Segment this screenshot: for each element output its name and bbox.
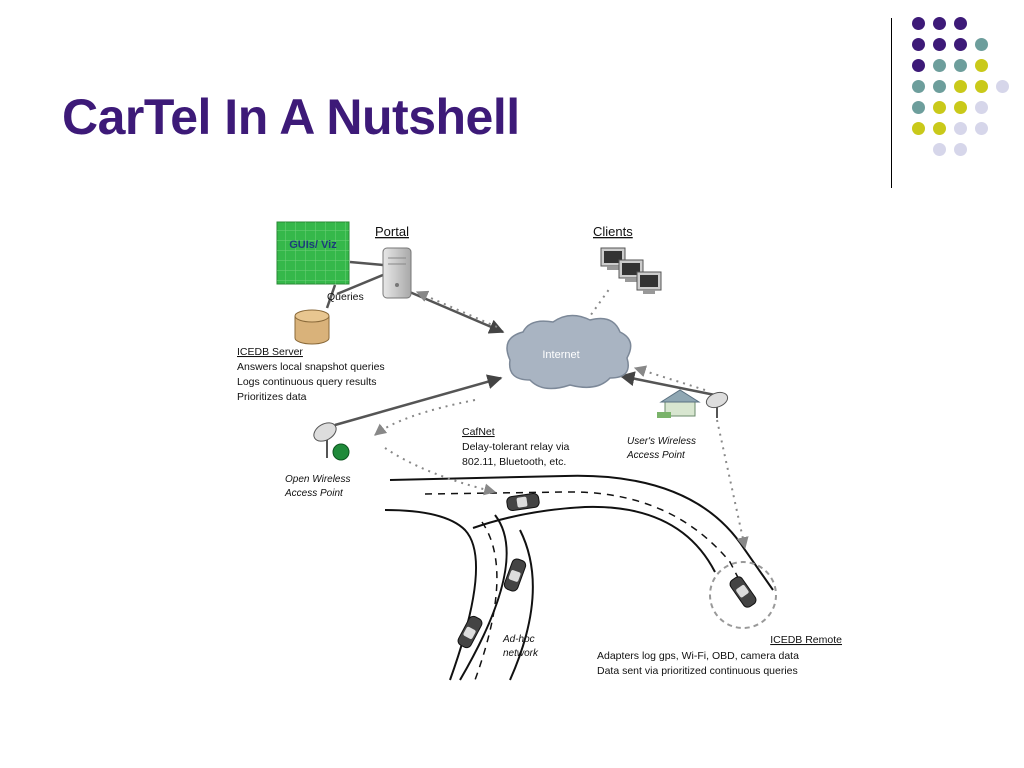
car-icon-top — [506, 492, 540, 512]
decorative-dot — [912, 122, 925, 135]
decorative-dot — [954, 38, 967, 51]
adhoc-line-2: network — [503, 648, 539, 659]
decorative-dot — [933, 143, 946, 156]
decorative-dot — [912, 80, 925, 93]
icedb-server-line-1: Answers local snapshot queries — [237, 361, 385, 373]
decorative-dot — [975, 59, 988, 72]
icedb-server-line-3: Prioritizes data — [237, 391, 307, 403]
queries-label: Queries — [327, 291, 364, 303]
slide-title: CarTel In A Nutshell — [62, 89, 520, 145]
decorative-dot — [954, 122, 967, 135]
decorative-dot — [933, 122, 946, 135]
decorative-dot — [933, 38, 946, 51]
decorative-dot — [954, 80, 967, 93]
icedb-remote-line-2: Data sent via prioritized continuous que… — [597, 665, 798, 677]
title-divider — [891, 18, 892, 188]
open-access-point-dish-icon — [313, 422, 350, 461]
decorative-dot — [912, 59, 925, 72]
decorative-dot — [996, 80, 1009, 93]
decorative-dot — [933, 17, 946, 30]
guis-viz-panel: GUIs/ Viz — [276, 221, 350, 285]
cartel-architecture-diagram: GUIs/ Viz Portal Queries ICEDB Server An… — [237, 221, 842, 681]
guis-viz-label: GUIs/ Viz — [289, 239, 337, 251]
icedb-server-line-2: Logs continuous query results — [237, 376, 377, 388]
cafnet-title: CafNet — [462, 426, 495, 438]
icedb-remote-line-1: Adapters log gps, Wi-Fi, OBD, camera dat… — [597, 650, 799, 662]
cafnet-line-2: 802.11, Bluetooth, etc. — [462, 456, 566, 468]
decorative-dot — [975, 122, 988, 135]
portal-label: Portal — [375, 224, 409, 239]
decorative-dot — [975, 101, 988, 114]
users-access-point-house-icon — [657, 389, 729, 418]
car-icon-bottom — [457, 615, 483, 649]
portal-server-icon — [382, 247, 412, 299]
database-icon — [294, 309, 330, 345]
decorative-dot — [954, 59, 967, 72]
icedb-server-title: ICEDB Server — [237, 346, 303, 358]
clients-monitors-icon — [600, 247, 662, 294]
decorative-dot — [975, 38, 988, 51]
icedb-remote-title: ICEDB Remote — [770, 634, 842, 646]
open-access-point-line-1: Open Wireless — [285, 474, 351, 485]
decorative-dot — [954, 101, 967, 114]
cafnet-line-1: Delay-tolerant relay via — [462, 441, 570, 453]
open-access-point-line-2: Access Point — [284, 488, 344, 499]
decorative-dot — [975, 80, 988, 93]
decorative-dot — [954, 17, 967, 30]
decorative-dot — [954, 143, 967, 156]
decorative-dot — [912, 17, 925, 30]
adhoc-line-1: Ad-hoc — [502, 634, 535, 645]
car-icon-middle — [503, 558, 527, 592]
icedb-remote-car-icon — [709, 561, 777, 629]
decorative-dot — [933, 80, 946, 93]
internet-cloud-icon — [506, 314, 632, 390]
internet-label: Internet — [542, 349, 579, 361]
decorative-dot — [912, 101, 925, 114]
decorative-dot — [912, 38, 925, 51]
road-center-dashes — [424, 491, 748, 681]
decorative-dot — [933, 59, 946, 72]
users-access-point-line-2: Access Point — [626, 450, 686, 461]
users-access-point-line-1: User's Wireless — [627, 436, 696, 447]
decorative-dot — [933, 101, 946, 114]
clients-label: Clients — [593, 224, 633, 239]
